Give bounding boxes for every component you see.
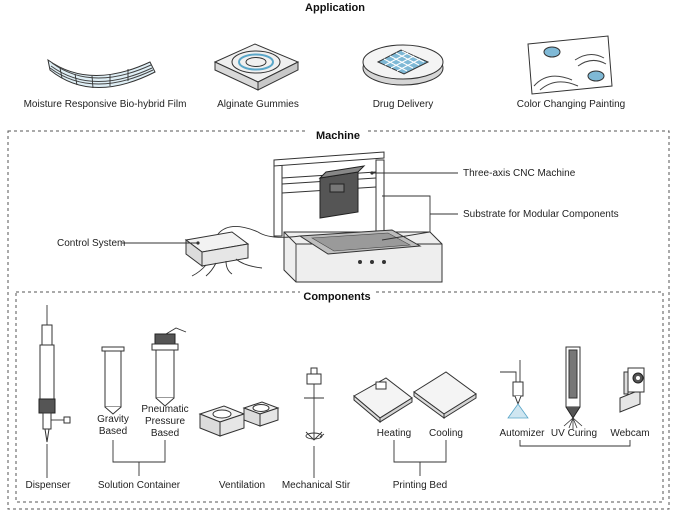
- control-system-icon: [184, 226, 301, 277]
- pneumatic-label-2: Pressure: [145, 416, 185, 427]
- uv-curing-icon: [563, 346, 583, 429]
- gravity-label-2: Based: [99, 426, 127, 437]
- ventilation-label: Ventilation: [219, 480, 265, 491]
- alginate-gummies-icon: [213, 43, 300, 91]
- application-label-film: Moisture Responsive Bio-hybrid Film: [24, 99, 187, 110]
- pneumatic-container-icon: [151, 327, 187, 407]
- color-changing-painting-icon: [527, 35, 613, 95]
- cnc-machine-icon: [273, 151, 443, 283]
- application-label-painting: Color Changing Painting: [517, 99, 625, 110]
- pneumatic-label-3: Based: [151, 428, 179, 439]
- bio-hybrid-film-icon: [47, 58, 156, 89]
- cnc-callout-dot: [370, 171, 374, 175]
- drug-delivery-icon: [362, 44, 444, 86]
- cnc-machine-label: Three-axis CNC Machine: [463, 168, 576, 179]
- components-title: Components: [303, 291, 370, 303]
- dispenser-label: Dispenser: [25, 480, 71, 491]
- substrate-label: Substrate for Modular Components: [463, 209, 619, 220]
- components-section-border: [15, 291, 664, 503]
- dispenser-icon: [38, 305, 71, 443]
- control-system-label: Control System: [57, 238, 125, 249]
- application-label-drug: Drug Delivery: [373, 99, 434, 110]
- solution-container-label: Solution Container: [98, 480, 181, 491]
- machine-title-backdrop: [308, 128, 368, 142]
- printing-bed-label: Printing Bed: [393, 480, 447, 491]
- components-title-backdrop: [300, 289, 374, 303]
- gravity-container-icon: [101, 346, 125, 415]
- mechanical-stir-icon: [304, 367, 325, 441]
- pneumatic-label-1: Pneumatic: [141, 404, 188, 415]
- machine-title: Machine: [316, 130, 360, 142]
- mechanical-stir-label: Mechanical Stir: [282, 480, 351, 491]
- webcam-label: Webcam: [610, 428, 649, 439]
- substrate-callout-line: [381, 195, 458, 241]
- automizer-label: Automizer: [499, 428, 545, 439]
- gravity-label-1: Gravity: [97, 414, 129, 425]
- webcam-icon: [619, 367, 645, 413]
- printing-bed-bracket: [393, 440, 447, 476]
- sensor-group-bracket: [519, 440, 631, 447]
- heating-label: Heating: [377, 428, 411, 439]
- solution-container-bracket: [112, 440, 166, 476]
- cooling-label: Cooling: [429, 428, 463, 439]
- heating-bed-icon: [353, 377, 413, 424]
- control-callout-dot: [196, 241, 200, 245]
- ventilation-icon: [198, 401, 280, 437]
- uv-curing-label: UV Curing: [551, 428, 597, 439]
- automizer-icon: [500, 360, 529, 419]
- application-title: Application: [305, 2, 365, 14]
- application-label-gummies: Alginate Gummies: [217, 99, 299, 110]
- cooling-bed-icon: [413, 371, 477, 419]
